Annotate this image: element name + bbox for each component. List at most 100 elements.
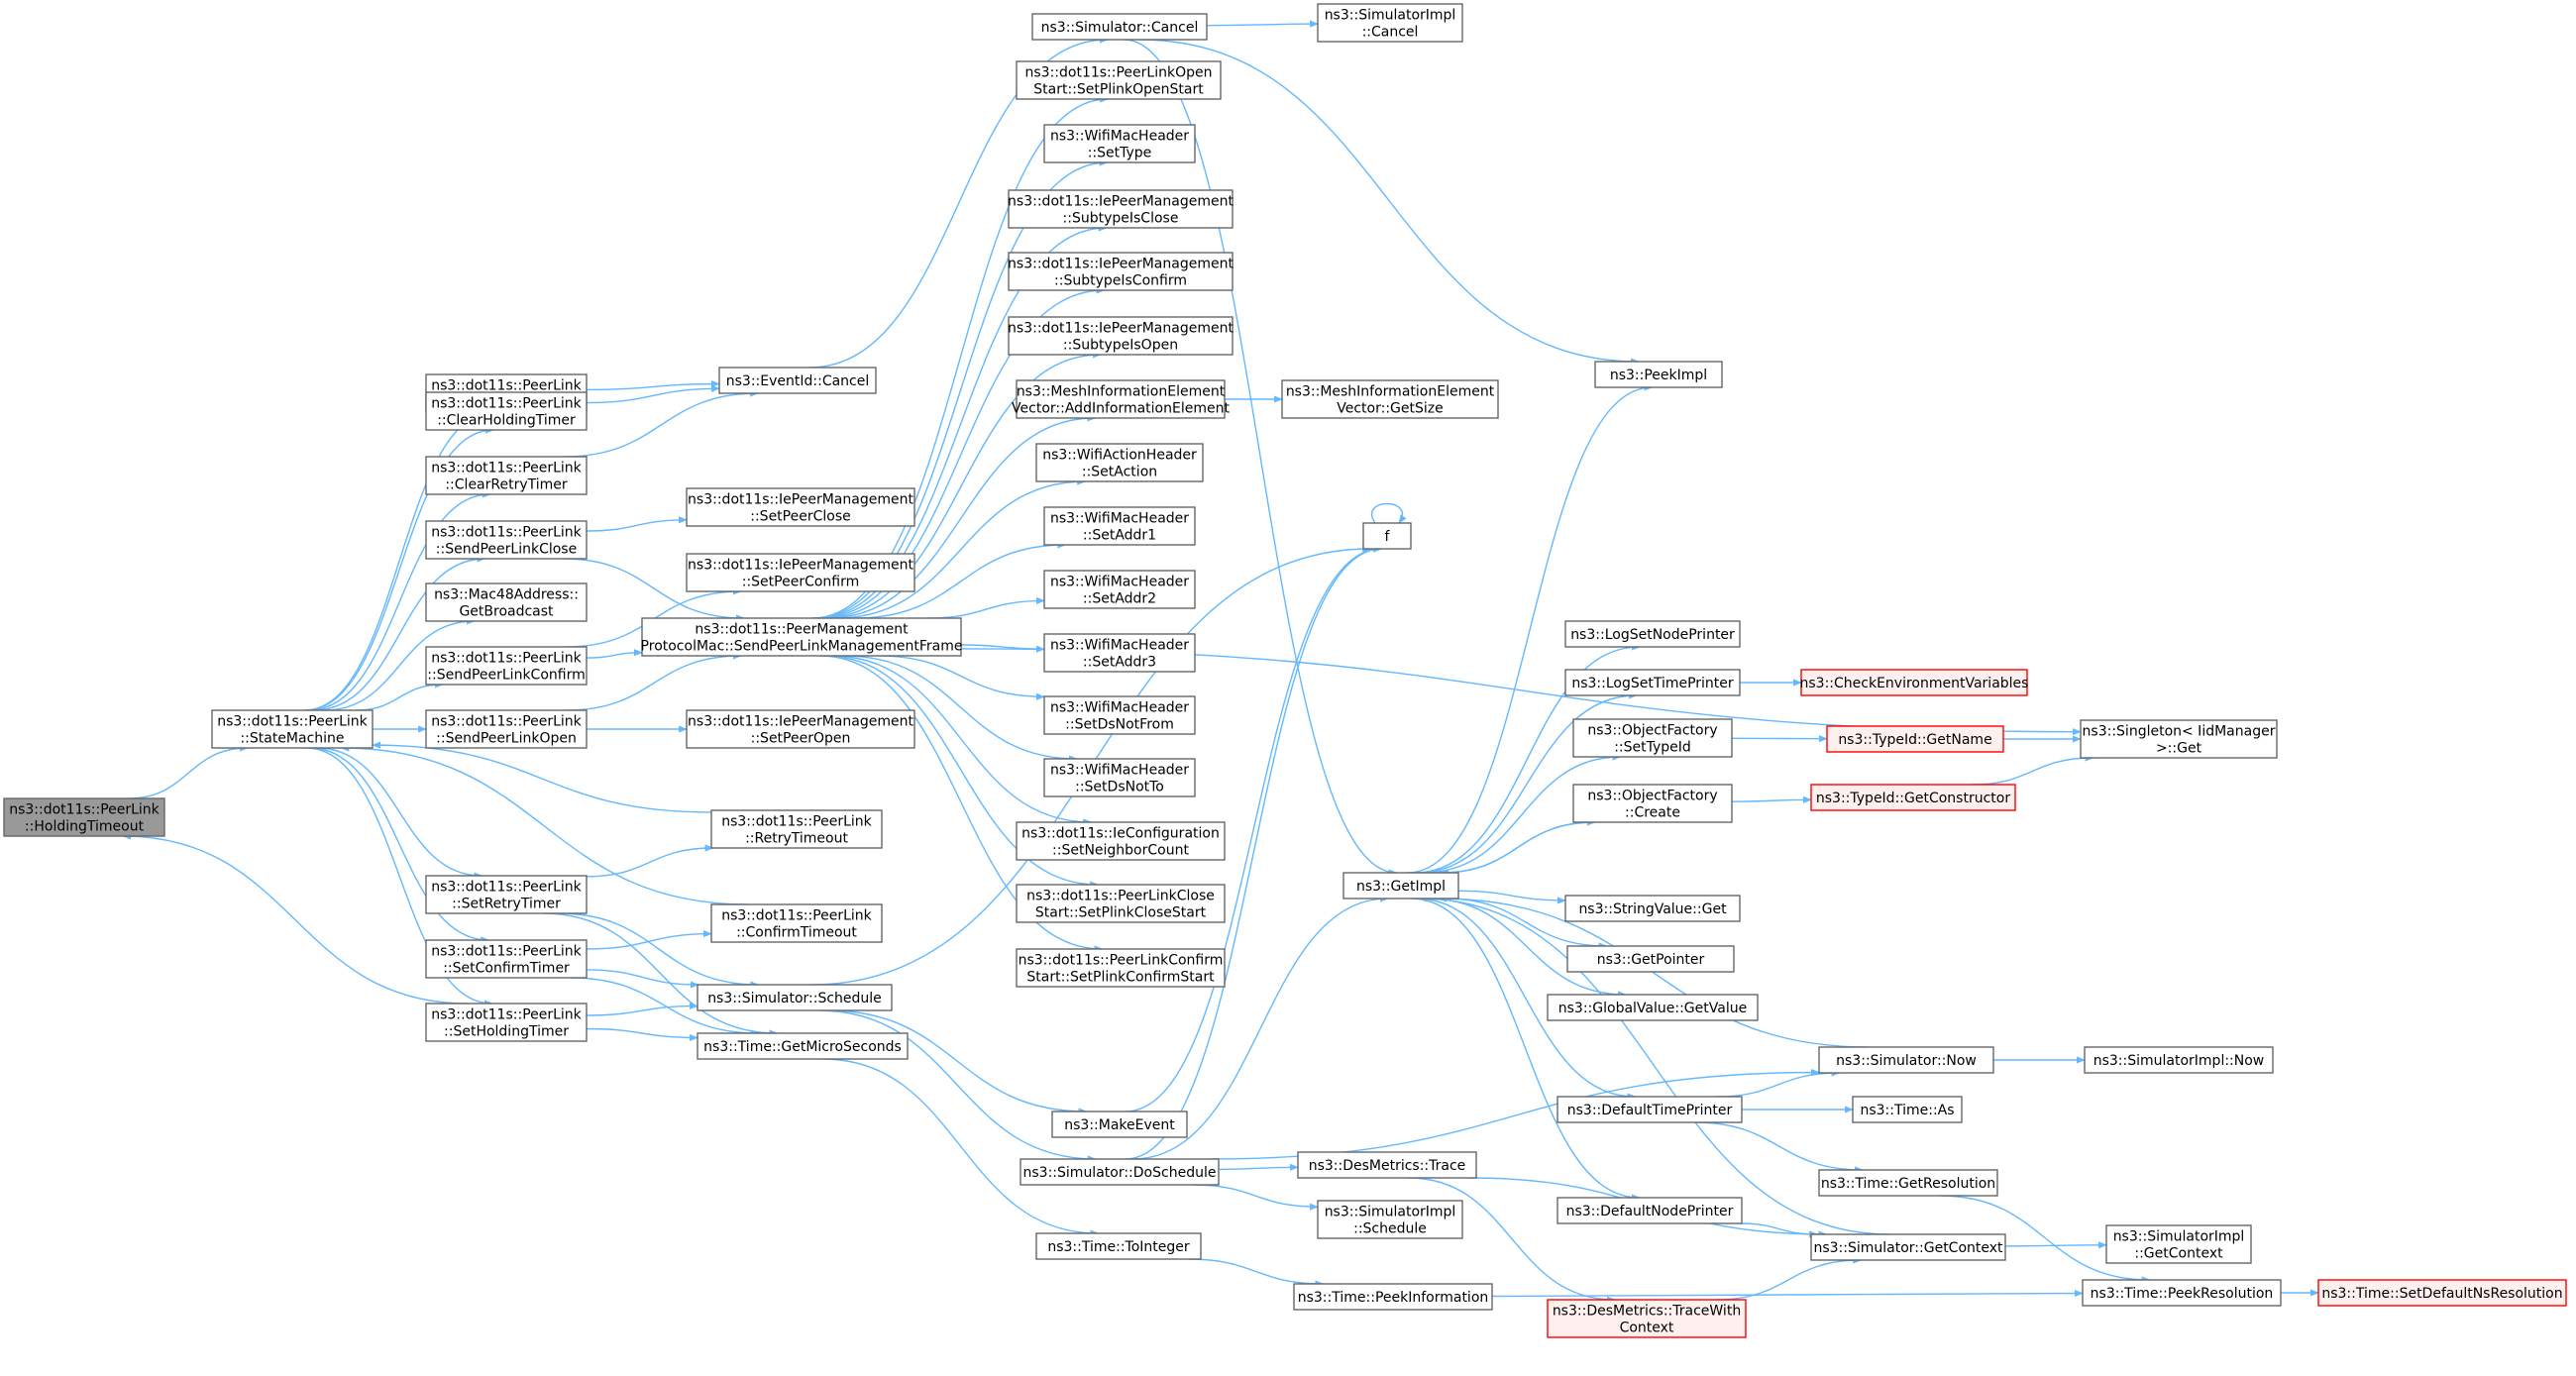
node-logsetnodeprinter[interactable]: ns3::LogSetNodePrinter (1565, 621, 1740, 647)
node-addinfoelement[interactable]: ns3::MeshInformationElementVector::AddIn… (1012, 380, 1230, 418)
node-label: ns3::WifiMacHeader (1050, 638, 1189, 654)
node-setholdingtimer[interactable]: ns3::dot11s::PeerLink::SetHoldingTimer (426, 1004, 587, 1041)
node-simimplnow[interactable]: ns3::SimulatorImpl::Now (2085, 1047, 2273, 1073)
node-label: ::SetTypeId (1614, 740, 1691, 756)
node-simimplschedule[interactable]: ns3::SimulatorImpl::Schedule (1318, 1201, 1462, 1238)
node-label: ns3::Mac48Address:: (434, 587, 579, 603)
edge-f-to-f (1372, 504, 1403, 524)
node-label: ns3::dot11s::PeerLink (431, 944, 582, 960)
node-simschedule[interactable]: ns3::Simulator::Schedule (698, 985, 892, 1010)
node-subtypeisconfirm[interactable]: ns3::dot11s::IePeerManagement::SubtypeIs… (1008, 253, 1234, 290)
node-sendpeerlinkconfirm[interactable]: ns3::dot11s::PeerLink::SendPeerLinkConfi… (426, 647, 587, 685)
node-setplinkclosestart[interactable]: ns3::dot11s::PeerLinkCloseStart::SetPlin… (1017, 885, 1225, 922)
edge-setconfirmtimer-to-confirmtimeout (587, 934, 711, 949)
node-label: ns3::TypeId::GetConstructor (1816, 791, 2010, 806)
node-label: ::SetPeerOpen (751, 731, 851, 747)
node-makeevent[interactable]: ns3::MakeEvent (1052, 1111, 1187, 1137)
node-label: >::Get (2156, 741, 2202, 757)
node-destrace[interactable]: ns3::DesMetrics::Trace (1298, 1152, 1476, 1178)
node-clearholdingtimer[interactable]: ns3::dot11s::PeerLink::ClearHoldingTimer (426, 392, 587, 430)
node-ofsettypeid[interactable]: ns3::ObjectFactory::SetTypeId (1573, 719, 1732, 757)
node-setaddr2[interactable]: ns3::WifiMacHeader::SetAddr2 (1044, 571, 1195, 608)
node-simnow[interactable]: ns3::Simulator::Now (1819, 1047, 1993, 1073)
node-setdefaultnsresolution[interactable]: ns3::Time::SetDefaultNsResolution (2318, 1280, 2566, 1306)
node-sendplmframe[interactable]: ns3::dot11s::PeerManagementProtocolMac::… (641, 618, 963, 656)
node-holdingtimeout[interactable]: ns3::dot11s::PeerLink::HoldingTimeout (4, 798, 164, 836)
node-label: ::SetHoldingTimer (444, 1024, 569, 1040)
edge-statemachine-to-setretrytimer (317, 748, 483, 876)
node-setdsnotfrom[interactable]: ns3::WifiMacHeader::SetDsNotFrom (1044, 696, 1195, 734)
node-setdsnotto[interactable]: ns3::WifiMacHeader::SetDsNotTo (1044, 759, 1195, 796)
node-peekinformation[interactable]: ns3::Time::PeekInformation (1294, 1284, 1492, 1310)
node-setaddr1[interactable]: ns3::WifiMacHeader::SetAddr1 (1044, 507, 1195, 545)
node-defaulttimeprinter[interactable]: ns3::DefaultTimePrinter (1557, 1097, 1742, 1122)
node-label: ns3::Time::As (1860, 1103, 1954, 1118)
node-getsize[interactable]: ns3::MeshInformationElementVector::GetSi… (1282, 380, 1498, 418)
node-clearretrytimer[interactable]: ns3::dot11s::PeerLink::ClearRetryTimer (426, 457, 587, 494)
node-confirmtimeout[interactable]: ns3::dot11s::PeerLink::ConfirmTimeout (711, 904, 882, 942)
node-subtypeisopen[interactable]: ns3::dot11s::IePeerManagement::SubtypeIs… (1008, 317, 1234, 355)
node-label: ns3::dot11s::PeerLink (431, 525, 582, 541)
node-setpeeropen[interactable]: ns3::dot11s::IePeerManagement::SetPeerOp… (687, 710, 914, 748)
node-simimplcancel[interactable]: ns3::SimulatorImpl::Cancel (1318, 4, 1462, 42)
node-label: ns3::dot11s::IePeerManagement (1008, 321, 1234, 337)
node-getbroadcast[interactable]: ns3::Mac48Address::GetBroadcast (426, 583, 587, 621)
node-simimplgetcontext[interactable]: ns3::SimulatorImpl::GetContext (2106, 1225, 2251, 1263)
node-setpeerconfirm[interactable]: ns3::dot11s::IePeerManagement::SetPeerCo… (687, 554, 914, 591)
node-simcancel[interactable]: ns3::Simulator::Cancel (1032, 14, 1207, 40)
node-logsettimeprinter[interactable]: ns3::LogSetTimePrinter (1565, 670, 1740, 695)
node-getmicroseconds[interactable]: ns3::Time::GetMicroSeconds (698, 1033, 908, 1059)
node-label: ns3::MeshInformationElement (1017, 384, 1226, 400)
node-peekimpl[interactable]: ns3::PeekImpl (1595, 362, 1722, 387)
node-getimpl[interactable]: ns3::GetImpl (1343, 873, 1458, 899)
node-label: ::SendPeerLinkConfirm (427, 668, 585, 684)
node-ofcreate[interactable]: ns3::ObjectFactory::Create (1573, 785, 1732, 822)
node-label: ::Schedule (1353, 1221, 1427, 1237)
node-retrytimeout[interactable]: ns3::dot11s::PeerLink::RetryTimeout (711, 810, 882, 848)
node-sendpeerlinkclose[interactable]: ns3::dot11s::PeerLink::SendPeerLinkClose (426, 521, 587, 559)
node-timeas[interactable]: ns3::Time::As (1853, 1097, 1962, 1122)
node-timegetresolution[interactable]: ns3::Time::GetResolution (1819, 1170, 1997, 1196)
node-typeidgetname[interactable]: ns3::TypeId::GetName (1827, 726, 2003, 752)
node-checkenvvars[interactable]: ns3::CheckEnvironmentVariables (1800, 670, 2029, 695)
node-setplinkconfirmstart[interactable]: ns3::dot11s::PeerLinkConfirmStart::SetPl… (1017, 949, 1225, 987)
node-globalvaluegetvalue[interactable]: ns3::GlobalValue::GetValue (1548, 995, 1758, 1020)
node-setpeerclose[interactable]: ns3::dot11s::IePeerManagement::SetPeerCl… (687, 488, 914, 526)
node-setconfirmtimer[interactable]: ns3::dot11s::PeerLink::SetConfirmTimer (426, 940, 587, 978)
node-setneighborcount[interactable]: ns3::dot11s::IeConfiguration::SetNeighbo… (1017, 822, 1225, 860)
node-doschedule[interactable]: ns3::Simulator::DoSchedule (1020, 1159, 1219, 1185)
node-singletonget[interactable]: ns3::Singleton< IidManager >::Get (2081, 720, 2277, 758)
node-subtypeisclose[interactable]: ns3::dot11s::IePeerManagement::SubtypeIs… (1008, 190, 1234, 228)
node-tointeger[interactable]: ns3::Time::ToInteger (1036, 1233, 1201, 1259)
node-stringvalueget[interactable]: ns3::StringValue::Get (1565, 896, 1740, 921)
node-setaction[interactable]: ns3::WifiActionHeader::SetAction (1036, 444, 1203, 481)
node-eventidcancel[interactable]: ns3::EventId::Cancel (719, 368, 876, 393)
node-defaultnodeprinter[interactable]: ns3::DefaultNodePrinter (1557, 1198, 1742, 1223)
node-setretrytimer[interactable]: ns3::dot11s::PeerLink::SetRetryTimer (426, 876, 587, 913)
node-typeidgetconstructor[interactable]: ns3::TypeId::GetConstructor (1811, 785, 2015, 810)
node-label: ns3::dot11s::IeConfiguration (1021, 826, 1220, 842)
node-sendpeerlinkopen[interactable]: ns3::dot11s::PeerLink::SendPeerLinkOpen (426, 710, 587, 748)
node-getpointer[interactable]: ns3::GetPointer (1567, 946, 1734, 972)
node-settype[interactable]: ns3::WifiMacHeader::SetType (1044, 125, 1195, 162)
node-setaddr3[interactable]: ns3::WifiMacHeader::SetAddr3 (1044, 634, 1195, 672)
node-label: Vector::GetSize (1337, 401, 1444, 417)
node-peekresolution[interactable]: ns3::Time::PeekResolution (2083, 1280, 2281, 1306)
node-f[interactable]: f (1363, 523, 1411, 549)
edge-sendpeerlinkclose-to-setpeerclose (587, 520, 687, 531)
node-label: ns3::dot11s::PeerManagement (695, 622, 909, 638)
node-label: ns3::Singleton< IidManager (2083, 724, 2276, 740)
node-label: Vector::AddInformationElement (1012, 401, 1230, 417)
node-setplinkopenstart[interactable]: ns3::dot11s::PeerLinkOpenStart::SetPlink… (1017, 61, 1221, 99)
node-label: ns3::Simulator::Schedule (707, 991, 882, 1006)
node-simgetcontext[interactable]: ns3::Simulator::GetContext (1811, 1234, 2005, 1260)
node-statemachine[interactable]: ns3::dot11s::PeerLink::StateMachine (212, 710, 373, 748)
node-label: ns3::Simulator::Now (1836, 1053, 1977, 1069)
node-label: ns3::Simulator::Cancel (1041, 20, 1199, 36)
edge-setretrytimer-to-retrytimeout (587, 848, 713, 877)
node-label: ns3::MeshInformationElement (1286, 384, 1495, 400)
node-label: ProtocolMac::SendPeerLinkManagementFrame (641, 639, 963, 655)
node-label: ::SetRetryTimer (452, 897, 561, 912)
